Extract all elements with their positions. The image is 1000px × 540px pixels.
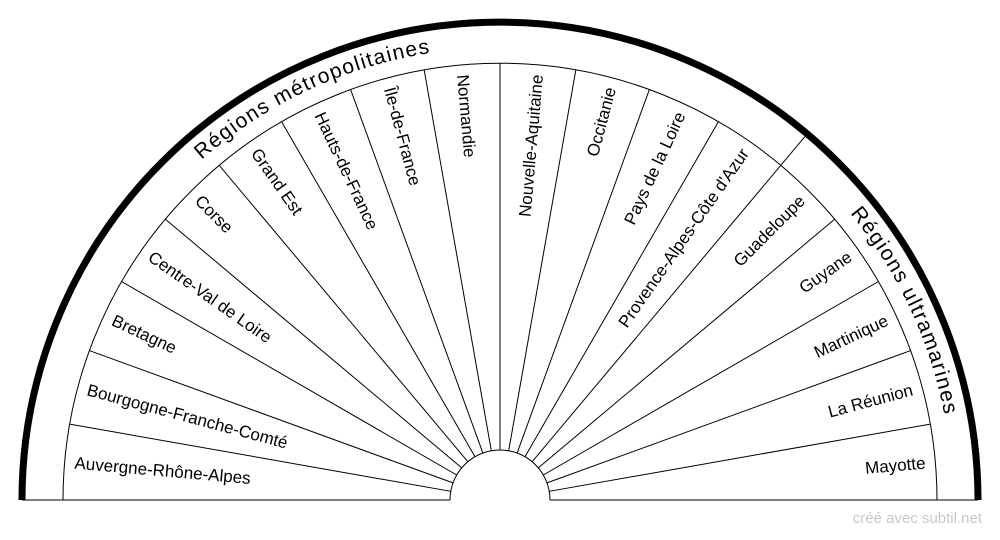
- segment-label: Guadeloupe: [730, 192, 809, 271]
- segment-label: Nouvelle-Aquitaine: [516, 74, 547, 218]
- segment-label: La Réunion: [826, 381, 915, 422]
- segment-label: Mayotte: [864, 454, 926, 478]
- segment-divider: [543, 281, 879, 476]
- segment-divider: [531, 164, 782, 463]
- segment-label: Guyane: [796, 248, 856, 298]
- segment-divider: [546, 350, 911, 484]
- segment-label: Pays de la Loire: [621, 109, 690, 228]
- segment-label: Grand Est: [247, 145, 307, 219]
- segment-divider: [281, 121, 476, 457]
- segment-divider: [121, 281, 457, 476]
- segment-divider: [89, 350, 454, 484]
- segment-divider: [537, 218, 836, 469]
- segment-label: Île-de-France: [380, 84, 425, 188]
- segment-label: Auvergne-Rhône-Alpes: [74, 454, 252, 488]
- segment-label: Occitanie: [583, 85, 620, 158]
- segment-label: Martinique: [811, 311, 891, 362]
- segment-label: Bretagne: [109, 311, 180, 357]
- segment-divider: [549, 423, 931, 492]
- segment-divider: [218, 164, 469, 463]
- group-divider: [780, 133, 808, 166]
- segment-divider: [423, 69, 492, 451]
- segment-divider: [164, 218, 463, 469]
- segment-divider: [350, 89, 484, 454]
- segment-divider: [508, 69, 577, 451]
- outer-border-arc: [18, 18, 982, 501]
- segment-label: Provence-Alpes-Côte d'Azur: [615, 145, 753, 331]
- segments-outer-arc: [62, 62, 938, 501]
- segment-label: Corse: [191, 192, 237, 238]
- credit-text: créé avec subtil.net: [852, 510, 982, 527]
- hub-arc: [449, 449, 551, 501]
- segment-divider: [516, 89, 650, 454]
- segment-label: Bourgogne-Franche-Comté: [85, 381, 290, 453]
- segment-divider: [524, 121, 719, 457]
- segment-divider: [69, 423, 451, 492]
- segment-label: Hauts-de-France: [311, 109, 382, 233]
- segment-label: Normandie: [453, 74, 479, 158]
